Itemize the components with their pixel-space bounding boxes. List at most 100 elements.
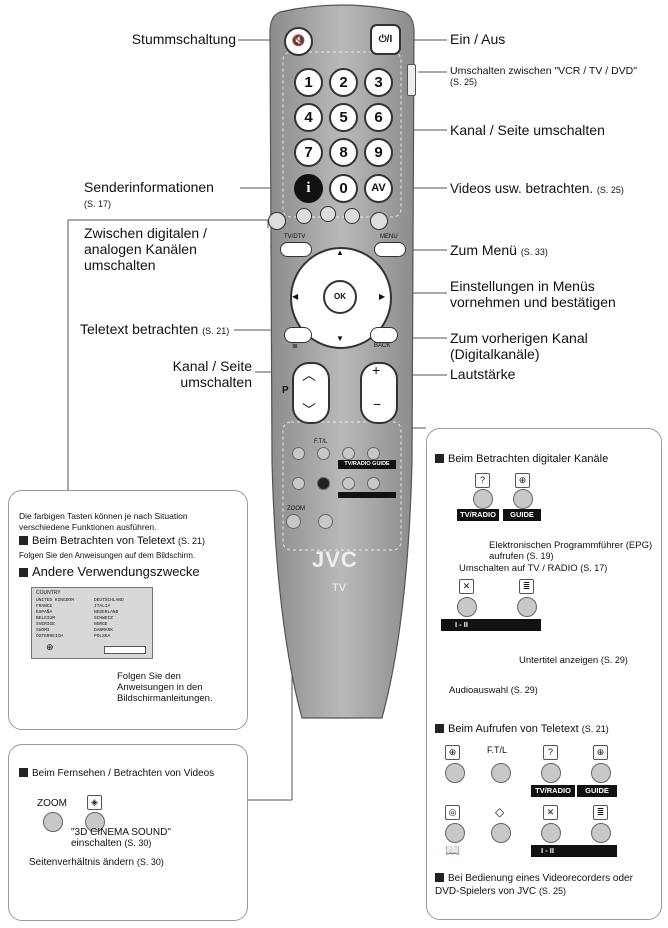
yellow-color-button[interactable] xyxy=(344,208,360,224)
mute-button[interactable]: 🔇 xyxy=(284,27,313,56)
teletext-button[interactable] xyxy=(284,327,312,343)
country-list-item: SCHWEIZ xyxy=(94,616,113,621)
digit-2-button[interactable]: 2 xyxy=(329,68,358,97)
3d-sound-icon: ◈ xyxy=(87,795,102,810)
back-button[interactable] xyxy=(370,327,398,343)
menu-label: MENU xyxy=(380,234,398,240)
remote-fn-btn-5[interactable] xyxy=(292,477,305,490)
blue-color-button[interactable] xyxy=(370,212,388,230)
label-menu: Zum Menü (S. 33) xyxy=(450,243,548,260)
remote-fn-btn-4[interactable] xyxy=(367,447,380,460)
channel-up-arrow-icon: ︿ xyxy=(302,367,316,383)
label-channel-page2: Kanal / Seite umschalten xyxy=(172,358,252,390)
subtitle-label: Untertitel anzeigen (S. 29) xyxy=(519,655,628,666)
channel-down-arrow-icon: ﹀ xyxy=(302,402,316,418)
tvradio-button[interactable] xyxy=(473,489,493,509)
tv-videos-panel: Beim Fernsehen / Betrachten von Videos Z… xyxy=(8,744,248,921)
label-settings: Einstellungen in Menüs vornehmen und bes… xyxy=(450,278,616,310)
back-label: BACK xyxy=(374,343,391,349)
label-switch-vcr-page: (S. 25) xyxy=(450,77,478,87)
label-teletext-text: Teletext betrachten xyxy=(80,321,199,337)
nav-up-arrow-icon[interactable]: ▲ xyxy=(336,248,344,257)
digit-0-button[interactable]: 0 xyxy=(329,174,358,203)
teletext-btn-f[interactable] xyxy=(491,823,511,843)
bottom-head-text: Beim Fernsehen / Betrachten von Videos xyxy=(32,768,215,779)
zoom-button[interactable] xyxy=(43,812,63,832)
av-button[interactable]: AV xyxy=(364,174,393,203)
bullet-square-icon xyxy=(435,724,444,733)
power-button[interactable]: ⏻/I xyxy=(370,24,401,55)
remote-ftl-label: F.T/L xyxy=(314,439,328,445)
subtitle-button[interactable] xyxy=(517,597,537,617)
subtitle-icon-2: ≣ xyxy=(593,805,608,820)
i-ii-bar: I - II xyxy=(441,619,541,631)
screen-color-bar xyxy=(104,646,146,654)
bottom-head: Beim Fernsehen / Betrachten von Videos xyxy=(19,767,214,780)
label-mute: Stummschaltung xyxy=(131,31,236,47)
switch-radio-page: (S. 17) xyxy=(580,563,608,573)
teletext-btn-d[interactable] xyxy=(591,763,611,783)
teletext-btn-c[interactable] xyxy=(541,763,561,783)
left-follow: Folgen Sie den Anweisungen in den Bildsc… xyxy=(117,671,213,704)
digit-7-button[interactable]: 7 xyxy=(294,138,323,167)
nav-right-arrow-icon[interactable]: ▶ xyxy=(379,292,386,301)
digit-8-button[interactable]: 8 xyxy=(329,138,358,167)
remote-fn-btn-7[interactable] xyxy=(342,477,355,490)
color-buttons-panel: Die farbigen Tasten können je nach Situa… xyxy=(8,490,248,730)
teletext-reveal-icon: ⊕ xyxy=(445,745,460,760)
remote-fn-btn-6[interactable] xyxy=(317,477,330,490)
cinema-label: "3D CINEMA SOUND" einschalten (S. 30) xyxy=(71,827,221,849)
teletext-btn-e[interactable] xyxy=(445,823,465,843)
label-teletext-page: (S. 21) xyxy=(202,326,230,336)
teletext-btn-b[interactable] xyxy=(491,763,511,783)
remote-fn-btn-2[interactable] xyxy=(317,447,330,460)
digit-6-button[interactable]: 6 xyxy=(364,103,393,132)
ok-button[interactable]: OK xyxy=(323,280,357,314)
hold-icon: ◇ xyxy=(495,805,505,819)
label-switch-vcr-text: Umschalten zwischen "VCR / TV / DVD" xyxy=(450,65,637,77)
channel-rocker[interactable] xyxy=(292,362,330,424)
p-label: P xyxy=(282,385,289,396)
remote-fn-btn-8[interactable] xyxy=(367,477,380,490)
guide-icon: ⊕ xyxy=(515,473,530,488)
green-color-button[interactable] xyxy=(296,208,312,224)
index-icon: ◎ xyxy=(445,805,460,820)
teletext-btn-g[interactable] xyxy=(541,823,561,843)
country-list-item: SUOMI xyxy=(36,628,50,633)
remote-zoom-button[interactable] xyxy=(286,514,301,529)
guide-bar: GUIDE xyxy=(503,509,541,521)
digit-9-button[interactable]: 9 xyxy=(364,138,393,167)
digit-3-button[interactable]: 3 xyxy=(364,68,393,97)
tvradio-bar-2: TV/RADIO xyxy=(531,785,575,797)
teletext-btn-a[interactable] xyxy=(445,763,465,783)
volume-rocker[interactable] xyxy=(360,362,398,424)
label-menu-page: (S. 33) xyxy=(520,247,548,257)
nav-left-arrow-icon[interactable]: ◀ xyxy=(292,292,299,301)
left-teletext-head: Beim Betrachten von Teletext (S. 21) xyxy=(19,535,205,548)
3d-cinema-sound-button[interactable] xyxy=(85,812,105,832)
tvdtv-button[interactable] xyxy=(280,242,312,257)
audio-button[interactable] xyxy=(457,597,477,617)
guide-button[interactable] xyxy=(513,489,533,509)
remote-fn-btn-1[interactable] xyxy=(292,447,305,460)
remote-3d-sound-button[interactable] xyxy=(318,514,333,529)
label-sender-info-page: (S. 17) xyxy=(84,199,112,209)
remote-fn-btn-3[interactable] xyxy=(342,447,355,460)
red-color-button[interactable] xyxy=(268,212,286,230)
info-button[interactable]: i xyxy=(294,174,323,203)
remote-control: 🔇 ⏻/I 1 2 3 4 5 6 7 8 9 i 0 AV TV/DTV ME… xyxy=(262,2,422,720)
vcr-tv-dvd-switch[interactable] xyxy=(407,64,416,96)
nav-down-arrow-icon[interactable]: ▼ xyxy=(336,334,344,343)
menu-button[interactable] xyxy=(374,242,406,257)
grey-button[interactable] xyxy=(320,206,336,222)
audio-page: (S. 29) xyxy=(510,685,538,695)
epg-label: Elektronischen Programmführer (EPG) aufr… xyxy=(489,540,657,562)
digit-5-button[interactable]: 5 xyxy=(329,103,358,132)
bullet-square-icon xyxy=(435,454,444,463)
audio-label: Audioauswahl (S. 29) xyxy=(449,685,538,696)
aspect-page: (S. 30) xyxy=(136,857,164,867)
digit-4-button[interactable]: 4 xyxy=(294,103,323,132)
digit-1-button[interactable]: 1 xyxy=(294,68,323,97)
left-other-head: Andere Verwendungszwecke xyxy=(19,565,200,578)
teletext-btn-h[interactable] xyxy=(591,823,611,843)
